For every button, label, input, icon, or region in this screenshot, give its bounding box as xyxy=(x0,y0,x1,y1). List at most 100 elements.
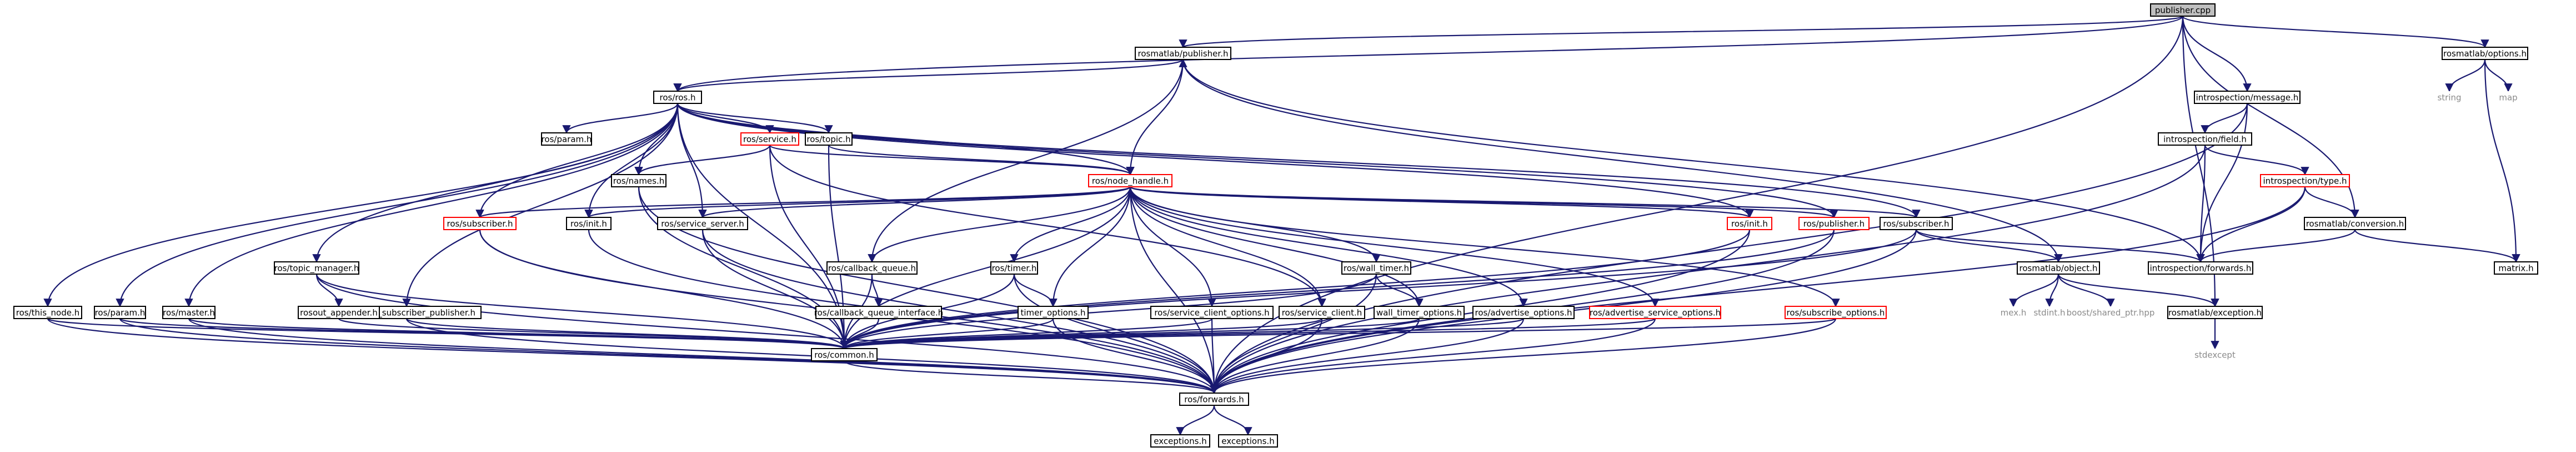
node-introspection_type_h[interactable]: introspection/type.h xyxy=(2260,174,2350,187)
node-matrix_h[interactable]: matrix.h xyxy=(2494,261,2538,275)
edge-ros_advertise_options_h-to-ros_forwards_h xyxy=(1210,318,1525,394)
node-box-ros_callback_queue_h xyxy=(826,261,918,275)
node-ros_names_h[interactable]: ros/names.h xyxy=(611,174,666,187)
node-ros_subscriber_h_red[interactable]: ros/subscriber.h xyxy=(443,217,517,230)
edge-rosmatlab_options_h-to-string xyxy=(2445,59,2486,92)
node-label-ros_init_h_black: ros/init.h xyxy=(570,219,607,229)
node-ros_service_server_h[interactable]: ros/service_server.h xyxy=(657,217,748,230)
edge-introspection_field_h-to-introspection_type_h xyxy=(2204,145,2309,176)
node-box-ros_advertise_options_h xyxy=(1472,306,1575,319)
edge-rosmatlab_options_h-to-map xyxy=(2484,59,2513,92)
node-label-stdint_h: stdint.h xyxy=(2033,308,2065,318)
edge-ros_topic_manager_h-to-ros_common_h xyxy=(315,274,849,350)
node-ros_ros_h[interactable]: ros/ros.h xyxy=(653,91,702,104)
edge-ros_wall_timer_h-to-ros_forwards_h xyxy=(1210,274,1377,394)
node-box-ros_topic_h xyxy=(805,132,853,146)
node-label-introspection_message_h: introspection/message.h xyxy=(2196,93,2299,103)
node-label-introspection_field_h: introspection/field.h xyxy=(2163,135,2247,145)
edge-ros_subscriber_h-to-introspection_forwards_h xyxy=(1915,229,2205,263)
node-ros_service_client_options_h[interactable]: ros/service_client_options.h xyxy=(1150,306,1274,319)
node-box-introspection_forwards_h xyxy=(2148,261,2253,275)
edge-ros_ros_h-to-ros_param_top xyxy=(562,103,679,134)
node-ros_topic_manager_h[interactable]: ros/topic_manager.h xyxy=(274,261,359,275)
edge-ros_master_h-to-ros_common_h xyxy=(188,317,849,350)
edge-ros_service_h-to-ros_names_h xyxy=(634,145,771,176)
node-label-ros_subscriber_h: ros/subscriber.h xyxy=(1883,219,1949,229)
node-box-ros_topic_manager_h xyxy=(274,261,359,275)
node-rosout_appender_h[interactable]: rosout_appender.h xyxy=(298,306,380,319)
node-rosmatlab_exception_h[interactable]: rosmatlab/exception.h xyxy=(2167,306,2263,319)
node-ros_master_h[interactable]: ros/master.h xyxy=(162,306,215,319)
node-ros_this_node_h[interactable]: ros/this_node.h xyxy=(13,306,82,319)
edge-introspection_message_h-to-introspection_forwards_h xyxy=(2196,103,2248,263)
edge-ros_ros_h-to-ros_param_h xyxy=(116,103,679,307)
node-label-ros_this_node_h: ros/this_node.h xyxy=(16,308,79,319)
edge-ros_service_client_h-to-ros_forwards_h xyxy=(1210,318,1323,394)
node-exceptions_h_2[interactable]: exceptions.h xyxy=(1218,434,1278,448)
node-label-boost_shared_ptr_hpp: boost/shared_ptr.hpp xyxy=(2067,308,2155,319)
node-ros_callback_queue_h[interactable]: ros/callback_queue.h xyxy=(826,261,918,275)
node-box-ros_advertise_service_options_h xyxy=(1589,306,1721,319)
edge-ros_service_server_h-to-ros_forwards_h xyxy=(701,229,1219,394)
node-ros_common_h[interactable]: ros/common.h xyxy=(811,348,878,361)
edge-rosmatlab_object_h-to-boost_shared_ptr_hpp xyxy=(2057,274,2115,307)
node-label-ros_timer_h: ros/timer.h xyxy=(992,264,1037,274)
node-ros_forwards_h[interactable]: ros/forwards.h xyxy=(1179,393,1249,406)
node-ros_param_h[interactable]: ros/param.h xyxy=(94,306,146,319)
node-introspection_message_h[interactable]: introspection/message.h xyxy=(2194,91,2301,104)
edge-ros_timer_h-to-timer_options_h xyxy=(1013,274,1058,307)
node-label-ros_init_h_red: ros/init.h xyxy=(1731,219,1768,229)
node-label-ros_forwards_h: ros/forwards.h xyxy=(1184,395,1244,405)
node-box-rosmatlab_exception_h xyxy=(2167,306,2263,319)
node-label-timer_options_h: timer_options.h xyxy=(1020,308,1085,319)
node-label-ros_service_client_h: ros/service_client.h xyxy=(1282,308,1362,319)
node-label-matrix_h: matrix.h xyxy=(2498,264,2533,274)
node-ros_timer_h[interactable]: ros/timer.h xyxy=(990,261,1038,275)
node-label-wall_timer_options_h: wall_timer_options.h xyxy=(1376,308,1462,319)
node-exceptions_h_1[interactable]: exceptions.h xyxy=(1150,434,1210,448)
node-rosmatlab_object_h[interactable]: rosmatlab/object.h xyxy=(2017,261,2100,275)
edge-ros_node_handle_h-to-ros_advertise_options_h xyxy=(1129,186,1528,307)
node-box-map xyxy=(2497,91,2519,103)
node-ros_advertise_service_options_h[interactable]: ros/advertise_service_options.h xyxy=(1589,306,1721,319)
node-ros_service_client_h[interactable]: ros/service_client.h xyxy=(1279,306,1365,319)
node-ros_init_h_black[interactable]: ros/init.h xyxy=(566,217,612,230)
node-timer_options_h[interactable]: timer_options.h xyxy=(1018,306,1089,319)
node-box-stdint_h xyxy=(2032,306,2067,319)
node-box-mex_h xyxy=(1999,306,2027,319)
node-ros_node_handle_h[interactable]: ros/node_handle.h xyxy=(1088,174,1172,187)
edge-ros_single_subscriber_publisher_h-to-ros_forwards_h xyxy=(405,318,1219,394)
node-ros_topic_h[interactable]: ros/topic.h xyxy=(805,132,853,146)
node-ros_service_h[interactable]: ros/service.h xyxy=(740,132,799,146)
node-ros_init_h_red[interactable]: ros/init.h xyxy=(1727,217,1772,230)
node-label-stdexcept: stdexcept xyxy=(2194,350,2236,360)
node-ros_subscriber_h[interactable]: ros/subscriber.h xyxy=(1880,217,1953,230)
edge-ros_node_handle_h-to-rosmatlab_publisher_h xyxy=(1129,58,1187,175)
node-introspection_field_h[interactable]: introspection/field.h xyxy=(2158,132,2252,146)
node-introspection_forwards_h[interactable]: introspection/forwards.h xyxy=(2148,261,2253,275)
node-label-string: string xyxy=(2437,93,2461,103)
node-ros_subscribe_options_h[interactable]: ros/subscribe_options.h xyxy=(1785,306,1887,319)
node-ros_publisher_h[interactable]: ros/publisher.h xyxy=(1798,217,1870,230)
edge-ros_node_handle_h-to-ros_init_h_black xyxy=(584,186,1131,218)
edge-ros_ros_h-to-ros_init_h_red xyxy=(676,103,1754,218)
node-box-ros_service_server_h xyxy=(657,217,748,230)
node-box-ros_names_h xyxy=(611,174,666,187)
node-publisher_cpp[interactable]: publisher.cpp xyxy=(2150,3,2216,17)
edge-ros_ros_h-to-ros_publisher_h xyxy=(676,103,1838,218)
node-label-rosmatlab_conversion_h: rosmatlab/conversion.h xyxy=(2306,219,2404,229)
node-rosmatlab_publisher_h[interactable]: rosmatlab/publisher.h xyxy=(1135,47,1231,60)
node-label-map: map xyxy=(2499,93,2517,103)
node-ros_param_top[interactable]: ros/param.h xyxy=(541,132,592,146)
node-ros_advertise_options_h[interactable]: ros/advertise_options.h xyxy=(1472,306,1575,319)
node-ros_wall_timer_h[interactable]: ros/wall_timer.h xyxy=(1341,261,1411,275)
node-rosmatlab_options_h[interactable]: rosmatlab/options.h xyxy=(2442,47,2528,60)
node-wall_timer_options_h[interactable]: wall_timer_options.h xyxy=(1374,306,1465,319)
edge-ros_node_handle_h-to-ros_service_client_h xyxy=(1129,186,1326,307)
node-rosmatlab_conversion_h[interactable]: rosmatlab/conversion.h xyxy=(2304,217,2406,230)
node-ros_callback_queue_interface_h[interactable]: ros/callback_queue_interface.h xyxy=(814,306,943,319)
node-box-publisher_cpp xyxy=(2150,3,2216,17)
edge-ros_node_handle_h-to-ros_service_client_options_h xyxy=(1129,186,1216,307)
node-label-rosmatlab_options_h: rosmatlab/options.h xyxy=(2443,49,2527,59)
edge-publisher_cpp-to-rosmatlab_options_h xyxy=(2182,15,2489,48)
